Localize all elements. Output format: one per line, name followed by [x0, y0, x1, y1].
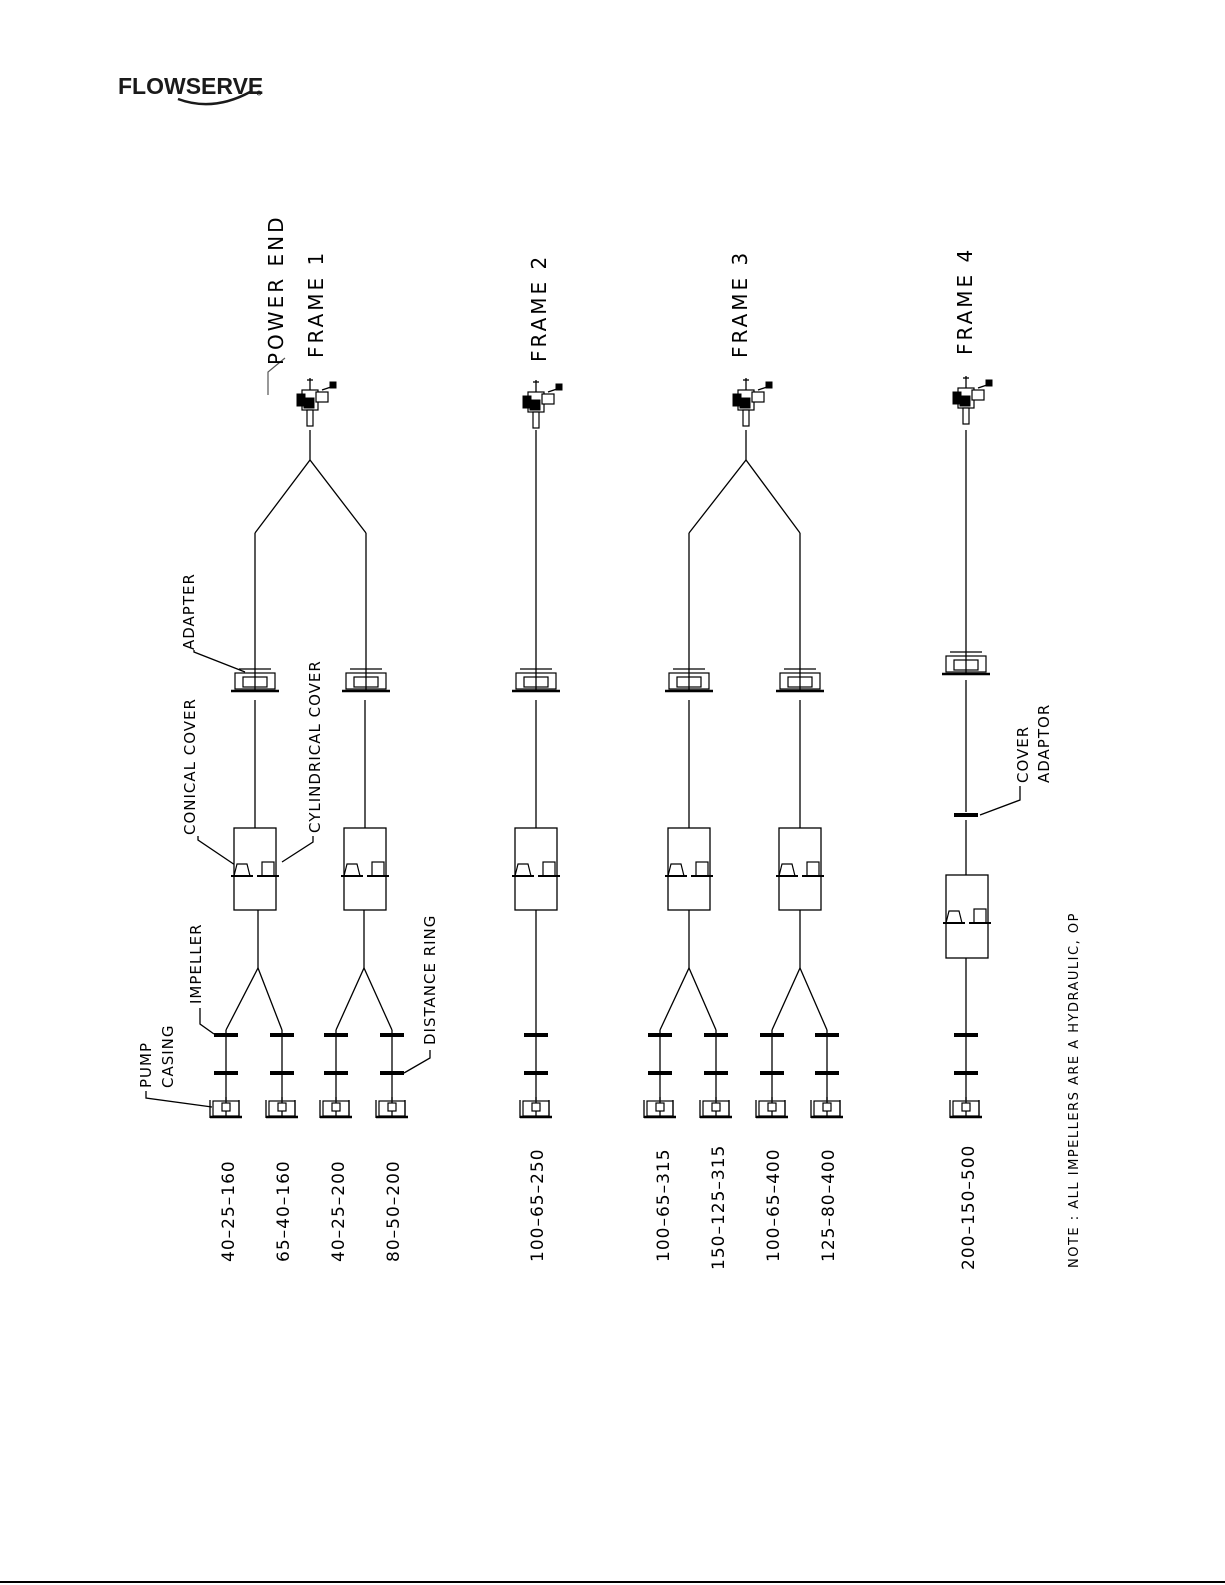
pump-casing [210, 1097, 242, 1118]
cylindrical-shape [372, 862, 384, 876]
pump-casing [320, 1097, 352, 1118]
power-end-block [752, 392, 764, 402]
casing-port [962, 1103, 970, 1111]
leader-impeller [200, 1008, 214, 1034]
power-end-core [304, 398, 314, 408]
power-end [953, 376, 992, 424]
power-end [733, 378, 772, 426]
components [210, 376, 992, 1118]
power-end-core [530, 400, 540, 410]
connector [660, 968, 716, 1030]
connector [772, 968, 827, 1030]
label-distance-ring: DISTANCE RING [421, 915, 439, 1045]
size-label: 100–65–315 [654, 1148, 674, 1262]
pump-casing [950, 1097, 982, 1118]
power-end-shaft [963, 408, 969, 424]
connector [689, 460, 800, 533]
pump-casing [376, 1097, 408, 1118]
connection-lines [146, 358, 1020, 1107]
frame-label-3: FRAME 3 [728, 250, 752, 358]
power-end-grease [556, 384, 562, 390]
label-casing: CASING [159, 1024, 177, 1088]
power-end-block [316, 392, 328, 402]
pump-casing [520, 1097, 552, 1118]
power-end [297, 378, 336, 426]
power-end-grease [330, 382, 336, 388]
casing-port [768, 1103, 776, 1111]
conical-shape [344, 864, 360, 876]
power-end-core [740, 398, 750, 408]
conical-shape [515, 864, 531, 876]
conical-shape [668, 864, 684, 876]
casing-port [823, 1103, 831, 1111]
leader-cylindrical-cover [282, 836, 313, 862]
power-end-grease [986, 380, 992, 386]
casing-port [222, 1103, 230, 1111]
power-end-block [542, 394, 554, 404]
connector [255, 460, 366, 533]
leader-cover-adaptor [980, 786, 1020, 815]
label-power-end: POWER END [264, 215, 288, 365]
size-label: 100–65–400 [764, 1148, 784, 1262]
label-cover: COVER [1014, 726, 1032, 783]
power-end-block [972, 390, 984, 400]
label-conical-cover: CONICAL COVER [181, 698, 199, 835]
casing-port [278, 1103, 286, 1111]
frame-label-4: FRAME 4 [953, 247, 977, 355]
cylindrical-shape [696, 862, 708, 876]
size-label: 100–65–250 [528, 1148, 548, 1262]
connector [226, 968, 282, 1030]
connector [336, 968, 392, 1030]
size-label: 65–40–160 [274, 1160, 294, 1262]
power-end-shaft [533, 412, 539, 428]
footnote: NOTE : ALL IMPELLERS ARE A HYDRAULIC, OP [1067, 912, 1082, 1268]
size-label: 200–150–500 [959, 1145, 979, 1270]
label-cylindrical-cover: CYLINDRICAL COVER [306, 660, 324, 833]
label-adapter: ADAPTER [180, 573, 198, 650]
casing-port [712, 1103, 720, 1111]
leader-adapter [194, 650, 245, 672]
leader-conical-cover [198, 836, 238, 867]
casing-port [656, 1103, 664, 1111]
pump-casing [756, 1097, 788, 1118]
conical-shape [234, 864, 250, 876]
power-end-shaft [743, 410, 749, 426]
leader-distance-ring [404, 1050, 430, 1073]
casing-port [532, 1103, 540, 1111]
size-label: 125–80–400 [819, 1148, 839, 1262]
conical-shape [779, 864, 795, 876]
label-pump: PUMP [137, 1042, 155, 1088]
power-end-grease [766, 382, 772, 388]
size-label: 40–25–200 [329, 1160, 349, 1262]
size-label: 40–25–160 [219, 1160, 239, 1262]
casing-port [332, 1103, 340, 1111]
power-end-core [960, 396, 970, 406]
label-adaptor: ADAPTOR [1035, 704, 1053, 783]
pump-casing [811, 1097, 843, 1118]
size-label: 80–50–200 [384, 1160, 404, 1262]
cylindrical-shape [262, 862, 274, 876]
size-label: 150–125–315 [709, 1145, 729, 1270]
pump-casing [266, 1097, 298, 1118]
frame-label-2: FRAME 2 [527, 254, 551, 362]
pump-casing [644, 1097, 676, 1118]
cylindrical-shape [543, 862, 555, 876]
casing-port [388, 1103, 396, 1111]
conical-shape [946, 911, 962, 923]
cylindrical-shape [807, 862, 819, 876]
power-end-shaft [307, 410, 313, 426]
label-impeller: IMPELLER [187, 923, 205, 1004]
power-end [523, 380, 562, 428]
cylindrical-shape [974, 909, 986, 923]
bottom-rule [0, 1581, 1225, 1583]
pump-casing [700, 1097, 732, 1118]
frame-label-1: FRAME 1 [304, 250, 328, 358]
leader-pump-casing [146, 1091, 212, 1107]
